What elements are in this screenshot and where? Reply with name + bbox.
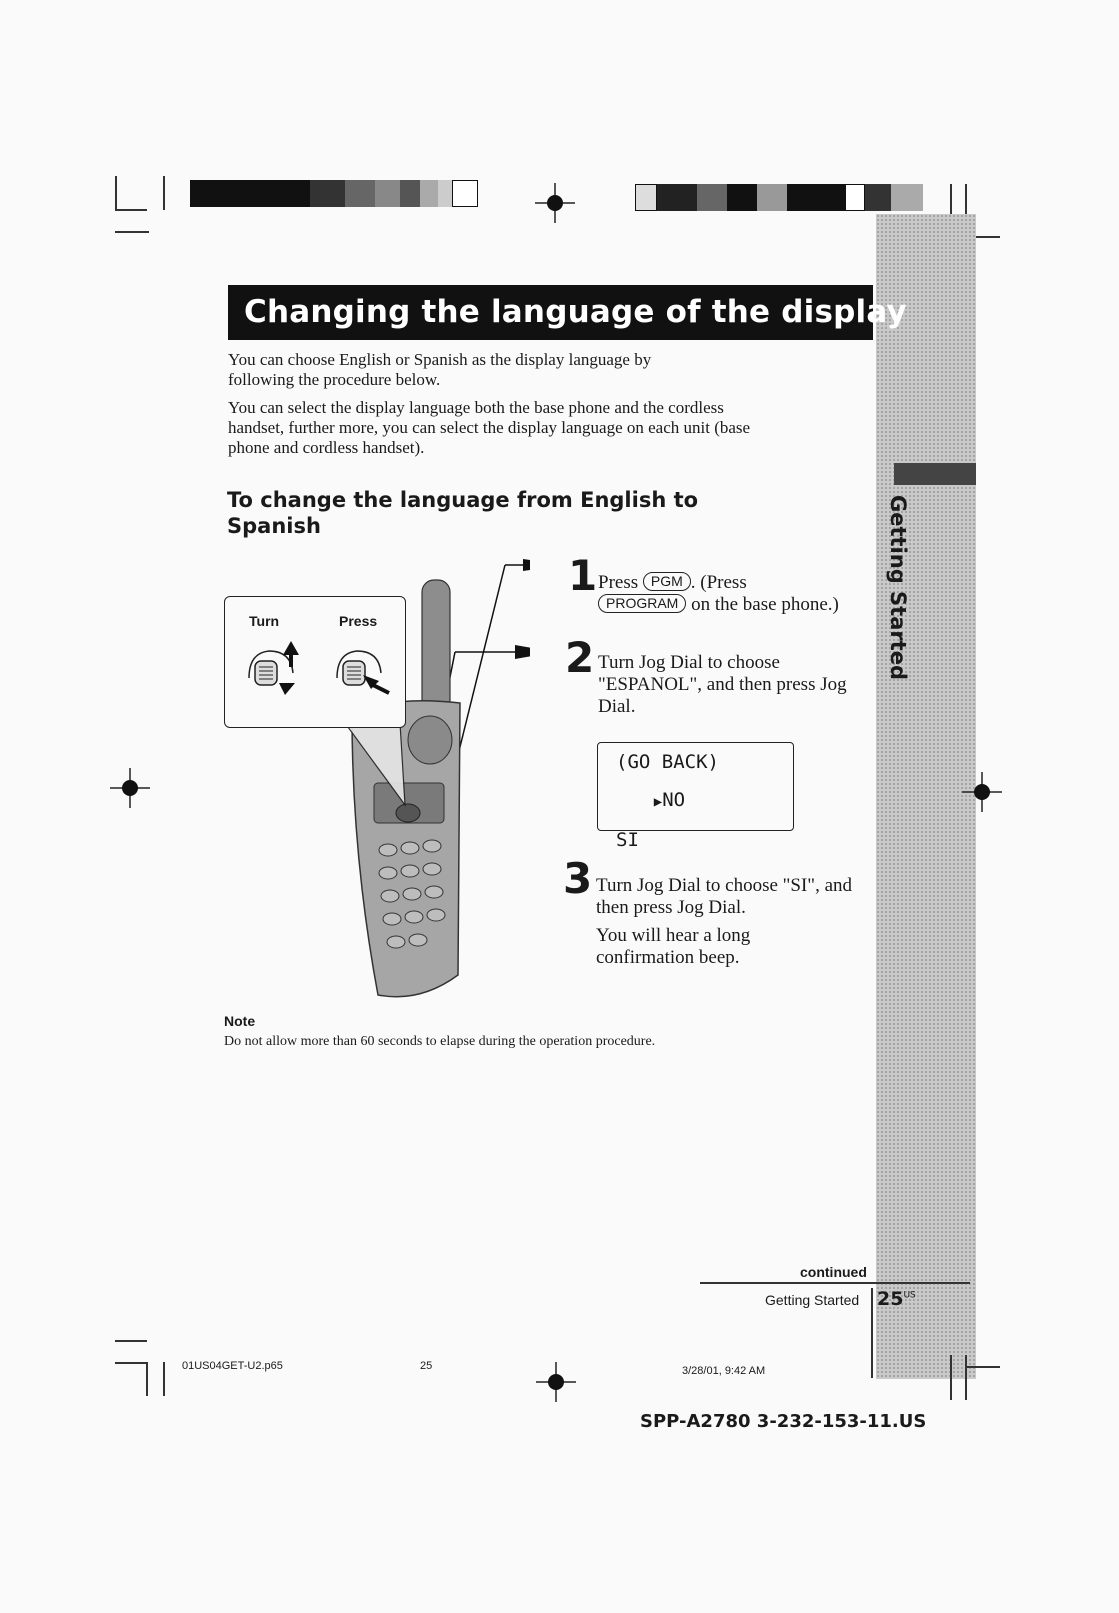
continued-label: continued <box>800 1264 867 1280</box>
crop-mark <box>115 209 147 211</box>
turn-label: Turn <box>249 613 280 629</box>
pgm-key: PGM <box>642 572 691 591</box>
intro-paragraph: You can choose English or Spanish as the… <box>228 350 652 389</box>
crop-mark <box>115 1340 147 1342</box>
step-number: 3 <box>563 854 593 903</box>
footer-rule <box>700 1282 970 1284</box>
model-number: SPP-A2780 3-232-153-11.US <box>640 1411 927 1432</box>
cordless-handset-illustration <box>343 559 530 998</box>
note-text: Do not allow more than 60 seconds to ela… <box>224 1034 656 1049</box>
registration-target-icon <box>962 772 1002 812</box>
press-label: Press <box>339 613 378 629</box>
registration-target-icon <box>535 183 575 223</box>
crop-mark <box>115 1362 147 1364</box>
crop-mark <box>115 231 149 233</box>
step-2-text: Turn Jog Dial to choose "ESPANOL", and t… <box>598 652 847 717</box>
crop-mark <box>965 1355 967 1400</box>
crop-mark <box>965 184 967 229</box>
crop-mark <box>965 1366 1000 1368</box>
step-3-extra: You will hear a long confirmation beep. <box>596 925 751 968</box>
cursor-arrow-icon: ▶ <box>653 794 663 810</box>
crop-mark <box>950 184 952 229</box>
lcd-line: (GO BACK) <box>616 751 719 773</box>
lcd-line: NO <box>662 789 686 811</box>
section-subheading: To change the language from English to S… <box>227 488 699 538</box>
step-text-part: Press <box>598 572 639 593</box>
step-1-text: Press PGM. (Press PROGRAM on the base ph… <box>598 572 878 616</box>
footer-section: Getting Started <box>765 1292 860 1308</box>
registration-bar-left <box>190 180 478 207</box>
step-text-part: . (Press <box>690 572 747 593</box>
step-number: 2 <box>565 633 595 682</box>
page-number: 25US <box>877 1288 916 1310</box>
crop-mark <box>163 176 165 210</box>
crop-mark <box>146 1362 148 1396</box>
crop-mark <box>950 1355 952 1400</box>
footer-page-divider <box>871 1288 873 1378</box>
registration-target-icon <box>110 768 150 808</box>
file-name: 01US04GET-U2.p65 <box>182 1360 283 1372</box>
page-number-suffix: US <box>903 1290 916 1301</box>
step-number: 1 <box>568 551 598 600</box>
page-title: Changing the language of the display <box>228 285 907 340</box>
print-date: 3/28/01, 9:42 AM <box>682 1365 766 1377</box>
page-number-value: 25 <box>877 1288 904 1310</box>
registration-bar-right <box>635 184 923 211</box>
jog-dial-callout: Turn Press <box>224 596 406 728</box>
crop-mark <box>115 176 117 210</box>
crop-mark <box>163 1362 165 1396</box>
intro-paragraph: You can select the display language both… <box>228 398 751 457</box>
section-tab-marker <box>894 463 976 485</box>
note-heading: Note <box>224 1013 256 1029</box>
program-key: PROGRAM <box>598 594 687 613</box>
step-3-text: Turn Jog Dial to choose "SI", and then p… <box>596 875 852 918</box>
step-text-part: on the base phone.) <box>691 594 839 615</box>
registration-target-icon <box>536 1362 576 1402</box>
jog-dial-turn-icon <box>248 641 299 695</box>
crop-mark <box>965 236 1000 238</box>
jog-dial-press-icon <box>336 650 390 695</box>
lcd-line: SI <box>616 829 639 851</box>
file-page: 25 <box>420 1360 433 1372</box>
lcd-display: (GO BACK) ▶NO SI <box>597 742 794 850</box>
section-sidebar <box>876 214 976 1379</box>
